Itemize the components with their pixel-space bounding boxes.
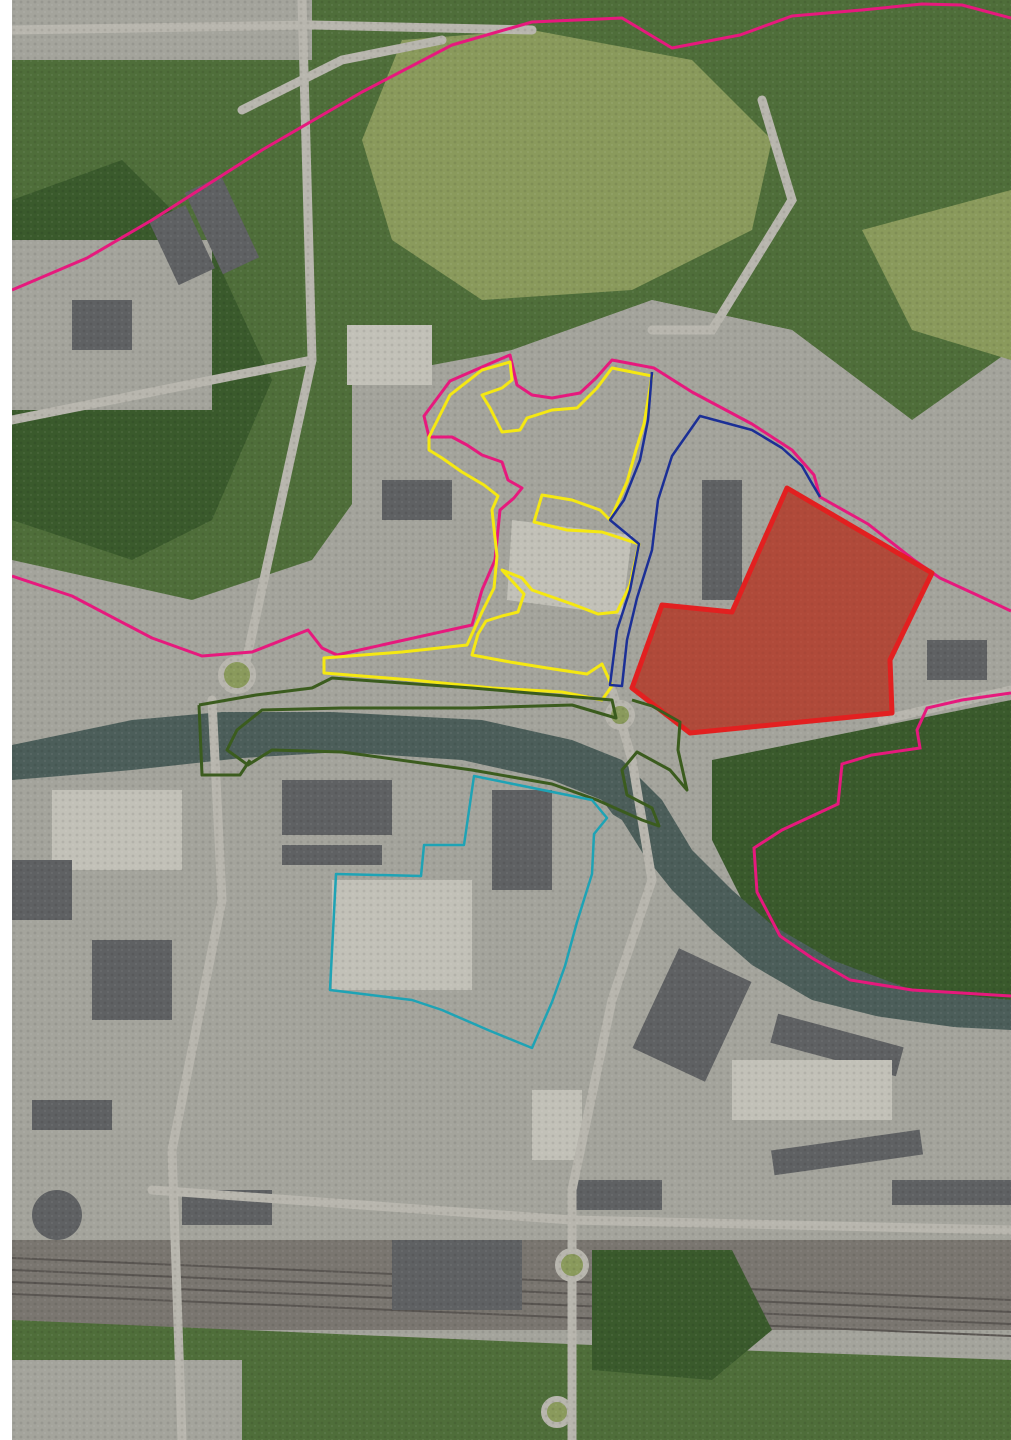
zone-blue [608, 371, 822, 688]
zone-yellow [322, 360, 654, 702]
perimeter-south [12, 353, 1011, 658]
zone-red [629, 485, 935, 736]
zone-cyan [328, 774, 609, 1050]
perimeter-south-river-edge [752, 691, 1011, 998]
perimeter-north [12, 2, 1011, 292]
zone-green [197, 676, 689, 828]
photo-texture [12, 0, 1011, 1440]
aerial-map-canvas [12, 0, 1011, 1440]
aerial-map[interactable] [12, 0, 1011, 1440]
